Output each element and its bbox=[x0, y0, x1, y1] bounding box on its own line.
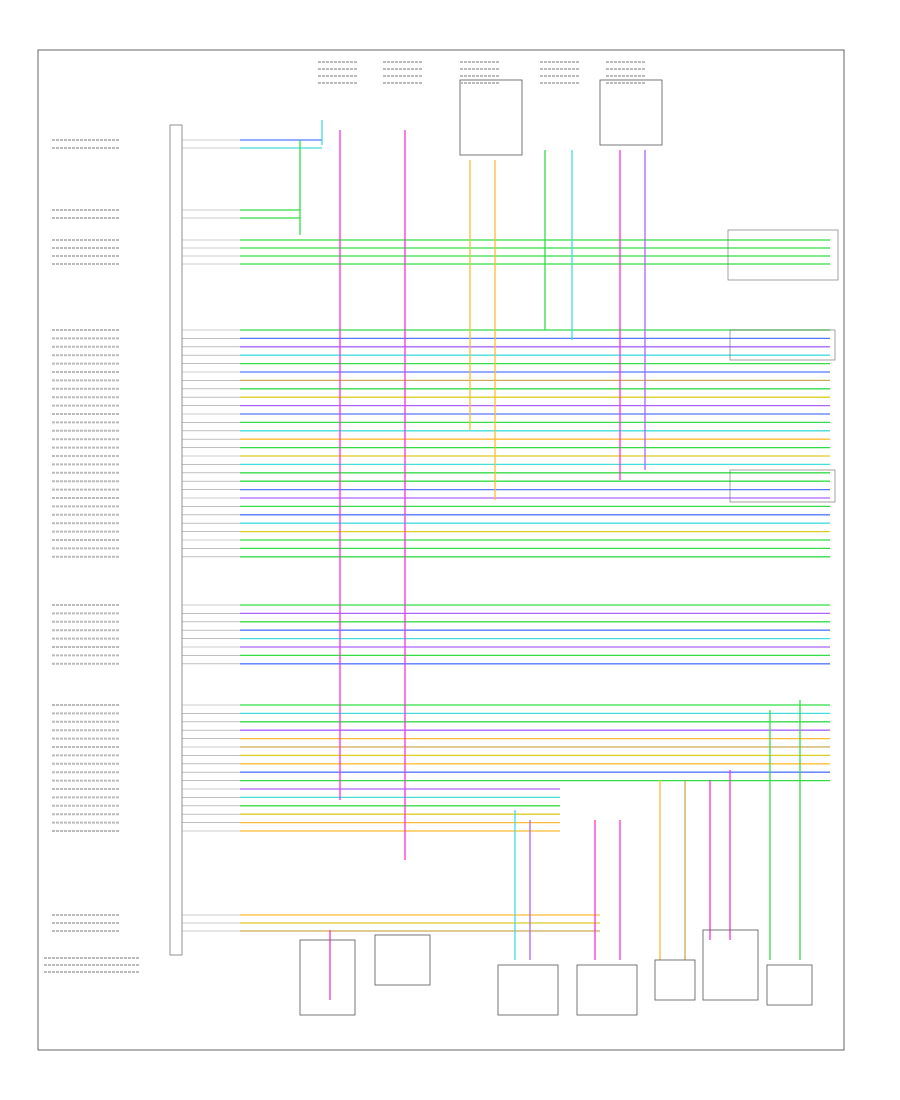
component-boxes bbox=[44, 61, 839, 1016]
right-label-box bbox=[729, 469, 836, 503]
bottom-component-box bbox=[374, 934, 431, 986]
right-label-box bbox=[729, 329, 836, 361]
bottom-component-box bbox=[576, 964, 638, 1016]
bottom-component-box bbox=[766, 964, 813, 1006]
connector-box bbox=[459, 79, 523, 156]
right-label-box bbox=[727, 229, 839, 281]
bottom-component-box bbox=[299, 939, 356, 1016]
main-module-box bbox=[169, 124, 183, 956]
wire-bundle bbox=[52, 120, 830, 1000]
bottom-component-box bbox=[702, 929, 759, 1001]
diagram-border bbox=[37, 49, 845, 1051]
bottom-component-box bbox=[497, 964, 559, 1016]
bottom-component-box bbox=[654, 959, 696, 1001]
connector-box bbox=[599, 79, 663, 146]
